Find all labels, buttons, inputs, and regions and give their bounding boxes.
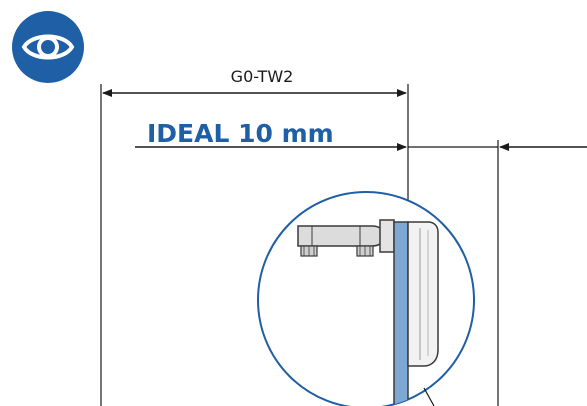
detail-leader-line xyxy=(423,387,435,406)
detail-view xyxy=(257,191,475,406)
dimension-label: G0-TW2 xyxy=(231,67,294,86)
glass-panel xyxy=(393,221,409,406)
eye-icon xyxy=(12,11,84,83)
profile-seal xyxy=(407,221,439,367)
hinge-fitting xyxy=(297,219,395,257)
ideal-label: IDEAL 10 mm xyxy=(147,119,334,148)
